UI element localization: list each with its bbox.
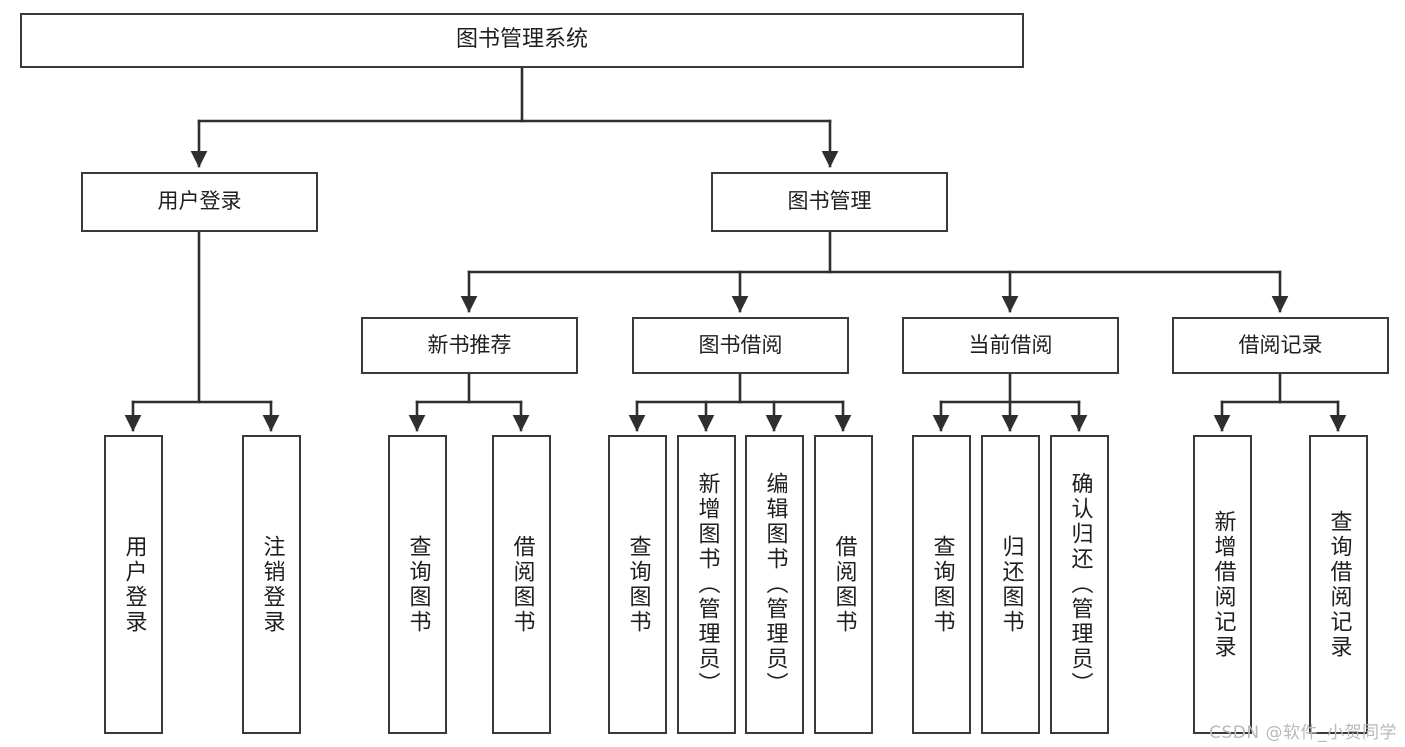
- leaf-query-book-1[interactable]: 查询图书: [388, 435, 447, 734]
- leaf-logout[interactable]: 注销登录: [242, 435, 301, 734]
- node-borrow-record[interactable]: 借阅记录: [1172, 317, 1389, 374]
- leaf-borrow-book-2-label: 借阅图书: [831, 534, 857, 635]
- node-book-borrow-label: 图书借阅: [698, 332, 783, 357]
- leaf-edit-book[interactable]: 编辑图书（管理员）: [745, 435, 804, 734]
- leaf-query-book-2[interactable]: 查询图书: [608, 435, 667, 734]
- leaf-query-book-3[interactable]: 查询图书: [912, 435, 971, 734]
- node-current-borrow[interactable]: 当前借阅: [902, 317, 1119, 374]
- leaf-return-book-label: 归还图书: [998, 534, 1024, 635]
- csdn-watermark: CSDN @软件_小贺同学: [1209, 723, 1397, 743]
- node-root-system[interactable]: 图书管理系统: [20, 13, 1024, 68]
- leaf-confirm-return-label: 确认归还（管理员）: [1067, 472, 1093, 697]
- leaf-query-book-3-label: 查询图书: [929, 534, 955, 635]
- leaf-query-record-label: 查询借阅记录: [1326, 509, 1352, 660]
- leaf-edit-book-label: 编辑图书（管理员）: [762, 472, 788, 697]
- leaf-add-book[interactable]: 新增图书（管理员）: [677, 435, 736, 734]
- leaf-borrow-book-1[interactable]: 借阅图书: [492, 435, 551, 734]
- leaf-logout-label: 注销登录: [259, 534, 285, 635]
- leaf-query-book-1-label: 查询图书: [405, 534, 431, 635]
- node-book-management[interactable]: 图书管理: [711, 172, 948, 232]
- leaf-return-book[interactable]: 归还图书: [981, 435, 1040, 734]
- leaf-user-login-label: 用户登录: [121, 534, 147, 635]
- leaf-query-book-2-label: 查询图书: [625, 534, 651, 635]
- node-user-login-label: 用户登录: [157, 189, 242, 214]
- leaf-user-login[interactable]: 用户登录: [104, 435, 163, 734]
- leaf-confirm-return[interactable]: 确认归还（管理员）: [1050, 435, 1109, 734]
- leaf-add-record-label: 新增借阅记录: [1210, 509, 1236, 660]
- node-borrow-record-label: 借阅记录: [1238, 332, 1323, 357]
- leaf-borrow-book-2[interactable]: 借阅图书: [814, 435, 873, 734]
- leaf-add-book-label: 新增图书（管理员）: [694, 472, 720, 697]
- node-user-login[interactable]: 用户登录: [81, 172, 318, 232]
- leaf-query-record[interactable]: 查询借阅记录: [1309, 435, 1368, 734]
- leaf-add-record[interactable]: 新增借阅记录: [1193, 435, 1252, 734]
- node-book-management-label: 图书管理: [787, 189, 872, 214]
- node-root-system-label: 图书管理系统: [455, 27, 588, 53]
- node-new-book-recommend[interactable]: 新书推荐: [361, 317, 578, 374]
- node-new-book-recommend-label: 新书推荐: [427, 332, 512, 357]
- node-book-borrow[interactable]: 图书借阅: [632, 317, 849, 374]
- leaf-borrow-book-1-label: 借阅图书: [509, 534, 535, 635]
- node-current-borrow-label: 当前借阅: [968, 332, 1053, 357]
